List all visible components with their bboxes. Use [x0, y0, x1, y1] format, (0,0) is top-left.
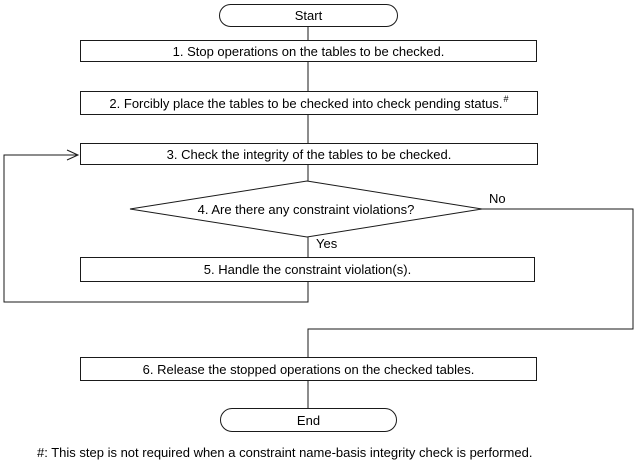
- decision-label: 4. Are there any constraint violations?: [197, 201, 415, 217]
- step-label-6: 6. Release the stopped operations on the…: [142, 361, 475, 377]
- step-label-1: 1. Stop operations on the tables to be c…: [172, 43, 445, 59]
- end-terminal: End: [220, 408, 397, 432]
- step-label-5: 5. Handle the constraint violation(s).: [203, 262, 412, 277]
- step-box-2: 2. Forcibly place the tables to be check…: [80, 91, 538, 115]
- step-box-3: 3. Check the integrity of the tables to …: [80, 143, 538, 165]
- loop-arrowhead-icon: [66, 149, 80, 161]
- yes-label: Yes: [316, 236, 338, 251]
- footnote: #: This step is not required when a cons…: [37, 445, 533, 460]
- start-terminal: Start: [219, 4, 398, 27]
- step-box-5: 5. Handle the constraint violation(s).: [80, 257, 535, 282]
- connector-no-branch: [307, 208, 634, 357]
- step-box-1: 1. Stop operations on the tables to be c…: [80, 40, 537, 62]
- start-label: Start: [294, 8, 323, 23]
- end-label: End: [296, 412, 321, 428]
- no-label: No: [489, 191, 506, 206]
- step-label-3: 3. Check the integrity of the tables to …: [166, 146, 452, 162]
- step-2-superscript: #: [503, 93, 509, 104]
- step-label-2: 2. Forcibly place the tables to be check…: [109, 95, 503, 111]
- step-box-6: 6. Release the stopped operations on the…: [80, 357, 537, 381]
- decision-diamond: [129, 180, 483, 238]
- connector-loop-back: [3, 154, 309, 303]
